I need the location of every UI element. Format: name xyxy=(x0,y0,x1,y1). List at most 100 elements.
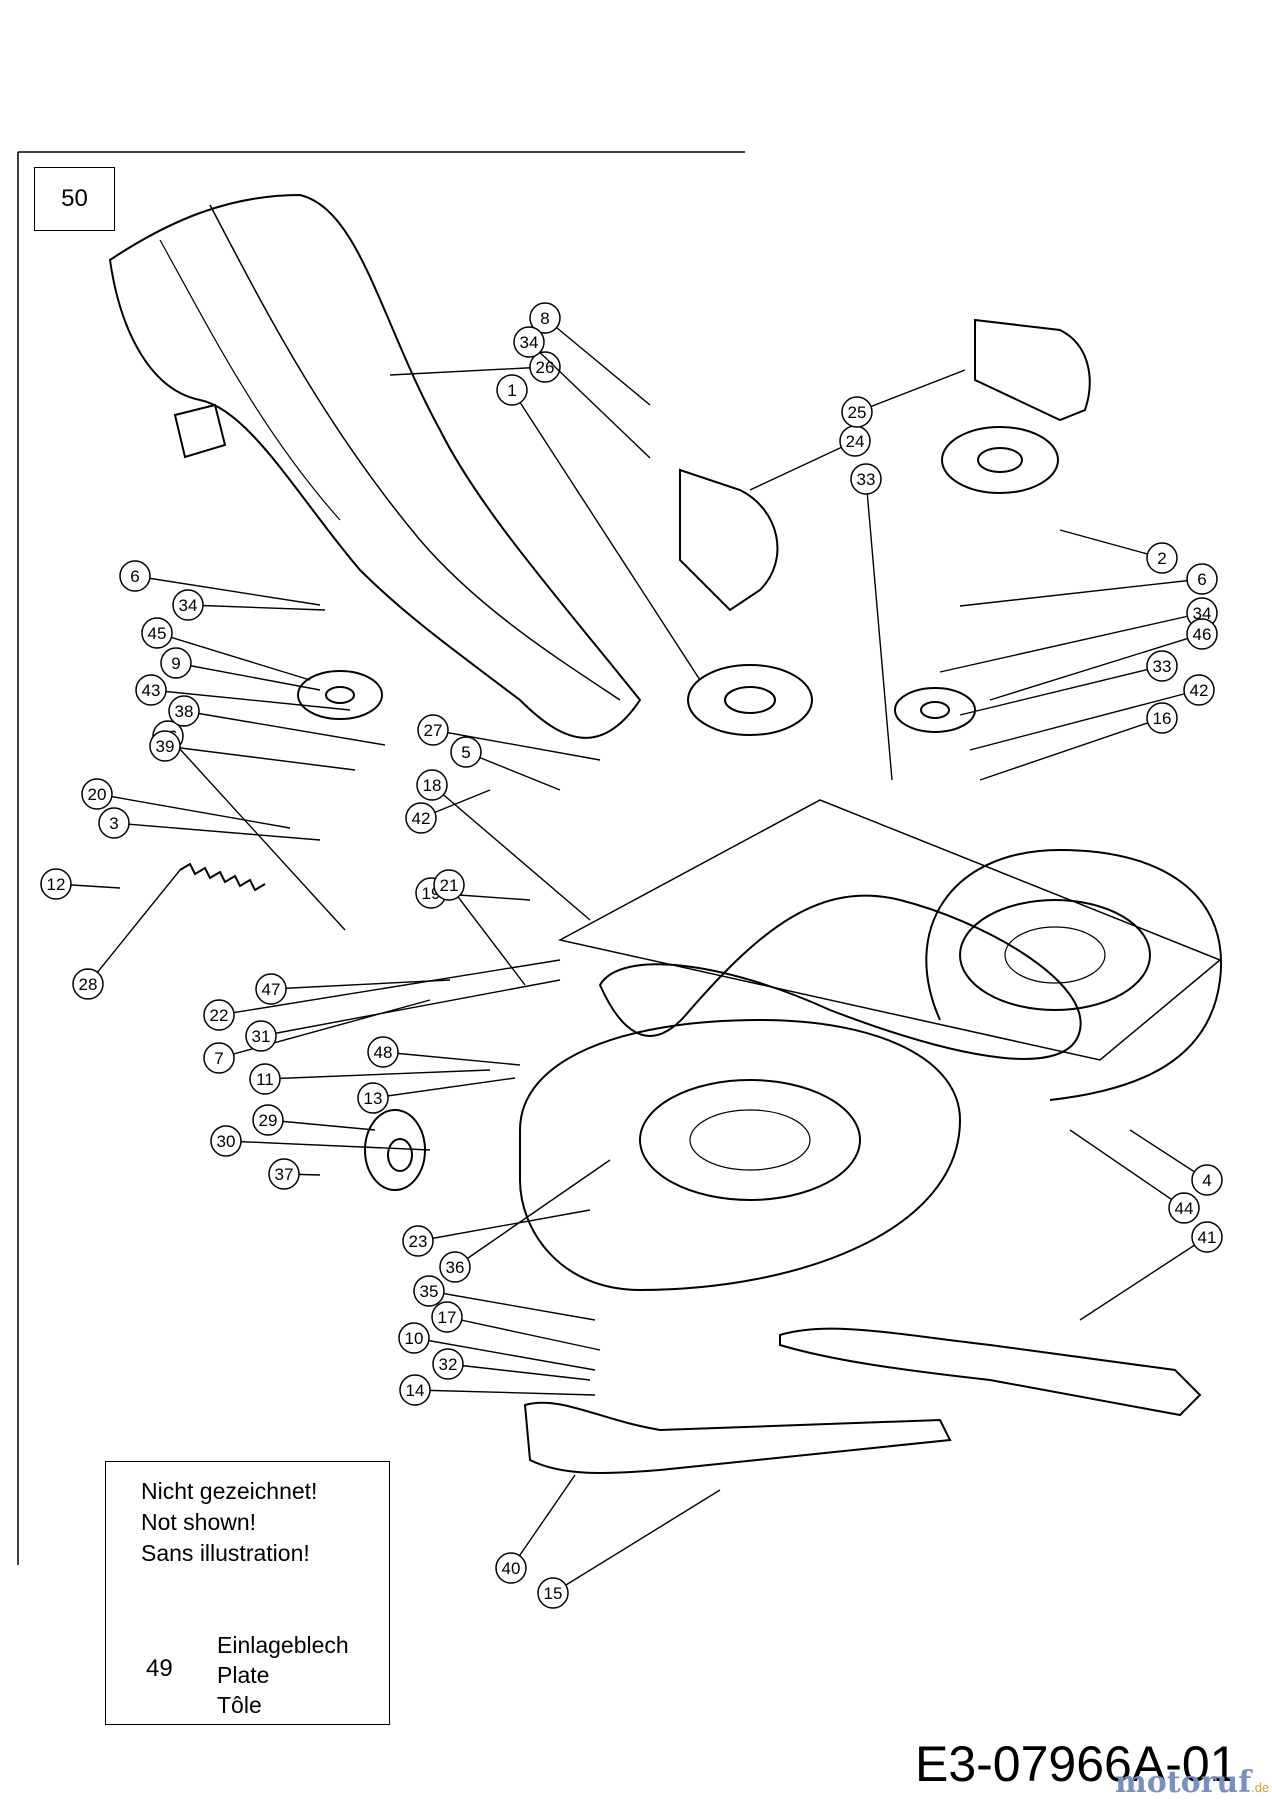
callout-34: 34 xyxy=(172,589,326,621)
callout-circle xyxy=(72,968,104,1000)
callout-leader xyxy=(183,710,386,746)
callout-8: 8 xyxy=(529,302,651,406)
callout-circle xyxy=(496,374,528,406)
callout-number: 31 xyxy=(252,1027,271,1046)
callout-number: 28 xyxy=(79,975,98,994)
callout-leader xyxy=(113,822,321,841)
callout-leader xyxy=(510,1474,576,1569)
callout-9: 9 xyxy=(160,647,321,691)
callout-circle xyxy=(495,1552,527,1584)
callout-circle xyxy=(416,769,448,801)
callout-circle xyxy=(841,396,873,428)
callout-17: 17 xyxy=(431,1301,601,1351)
callout-number: 42 xyxy=(412,809,431,828)
callout-number: 9 xyxy=(171,654,180,673)
callout-19: 19 xyxy=(415,877,531,909)
callout-circle xyxy=(367,1036,399,1068)
callout-circle xyxy=(203,999,235,1031)
callout-33: 33 xyxy=(850,463,893,781)
callout-number: 13 xyxy=(364,1089,383,1108)
callout-circle xyxy=(1146,542,1178,574)
callout-leader xyxy=(414,1389,596,1396)
callout-2: 2 xyxy=(1059,529,1178,574)
callout-number: 8 xyxy=(540,309,549,328)
callout-circle xyxy=(252,1104,284,1136)
callout-leader xyxy=(959,578,1203,607)
callout-27: 27 xyxy=(417,714,601,761)
callout-leader xyxy=(87,869,181,985)
callout-number: 6 xyxy=(130,567,139,586)
callout-circle xyxy=(245,1020,277,1052)
callout-number: 16 xyxy=(1153,709,1172,728)
callout-38: 38 xyxy=(168,695,386,746)
callout-number: 47 xyxy=(262,980,281,999)
callout-leader xyxy=(260,979,561,1037)
mower-blades xyxy=(523,1327,1202,1474)
callout-leader xyxy=(465,751,561,791)
callout-30: 30 xyxy=(210,1125,431,1157)
callout-layer: 1234566789101112131415161617181920212223… xyxy=(40,302,1223,1609)
callout-circle xyxy=(431,1301,463,1333)
callout-circle xyxy=(1146,650,1178,682)
callout-number: 29 xyxy=(259,1111,278,1130)
callout-number: 48 xyxy=(374,1043,393,1062)
callout-number: 39 xyxy=(156,737,175,756)
callout-number: 30 xyxy=(217,1132,236,1151)
callout-circle xyxy=(1168,1192,1200,1224)
callout-number: 33 xyxy=(857,470,876,489)
callout-number: 33 xyxy=(1153,657,1172,676)
callout-circle xyxy=(399,1374,431,1406)
callout-23: 23 xyxy=(402,1209,591,1257)
callout-number: 11 xyxy=(256,1070,274,1089)
callout-45: 45 xyxy=(141,617,311,681)
callout-circle xyxy=(1191,1221,1223,1253)
callout-circle xyxy=(160,647,192,679)
callout-number: 21 xyxy=(440,876,459,895)
callout-number: 18 xyxy=(423,776,442,795)
callout-number: 23 xyxy=(409,1232,428,1251)
callout-leader xyxy=(264,1069,491,1080)
callout-circle xyxy=(529,351,561,383)
callout-10: 10 xyxy=(398,1322,596,1371)
callout-36: 36 xyxy=(439,1159,611,1283)
drawing-code: E3-07966A-01 xyxy=(915,1736,1238,1792)
callout-40: 40 xyxy=(495,1474,576,1584)
callout-circle xyxy=(402,1225,434,1257)
callout-circle xyxy=(513,326,545,358)
callout-number: 34 xyxy=(520,333,539,352)
not-shown-note: Nicht gezeichnet! Not shown! Sans illust… xyxy=(105,1461,390,1725)
callout-circle xyxy=(98,807,130,839)
callout-22: 22 xyxy=(203,959,561,1031)
callout-number: 22 xyxy=(210,1006,229,1025)
callout-leader xyxy=(428,1290,596,1321)
callout-leader xyxy=(969,689,1200,751)
callout-circle xyxy=(432,1348,464,1380)
callout-44: 44 xyxy=(1069,1129,1200,1224)
callout-leader xyxy=(167,735,346,931)
figure-number-box: 50 xyxy=(34,167,115,231)
callout-21: 21 xyxy=(433,869,526,986)
callout-37: 37 xyxy=(268,1158,321,1190)
callout-circle xyxy=(135,674,167,706)
callout-circle xyxy=(210,1125,242,1157)
callout-circle xyxy=(168,695,200,727)
callout-leader xyxy=(1059,529,1163,559)
callout-leader xyxy=(1069,1129,1185,1209)
callout-number: 7 xyxy=(214,1049,223,1068)
callout-leader xyxy=(431,784,591,921)
note-item-number: 49 xyxy=(146,1655,173,1682)
callout-circle xyxy=(537,1577,569,1609)
callout-circle xyxy=(417,714,449,746)
callout-circle xyxy=(119,560,151,592)
callout-15: 15 xyxy=(537,1489,721,1609)
callout-circle xyxy=(433,869,465,901)
discharge-chute xyxy=(108,193,642,739)
callout-circle xyxy=(203,1042,235,1074)
callout-leader xyxy=(389,366,546,376)
callout-leader xyxy=(187,604,326,611)
callout-number: 44 xyxy=(1175,1199,1194,1218)
note-item-name-fr: Tôle xyxy=(217,1692,262,1718)
callout-leader xyxy=(446,1316,601,1351)
callout-16: 16 xyxy=(979,702,1178,781)
